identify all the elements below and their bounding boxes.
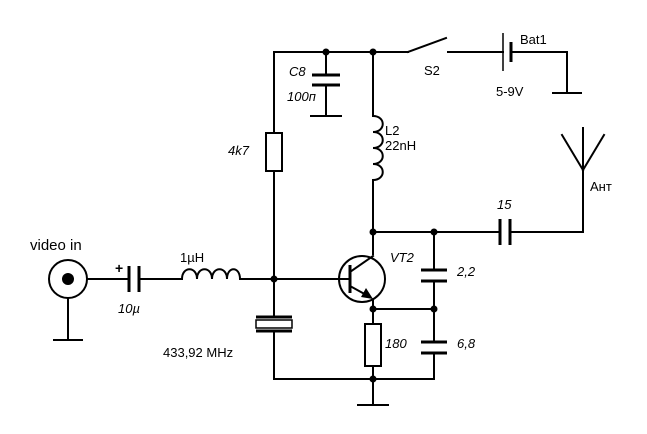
saw-resonator — [255, 315, 293, 333]
battery-voltage: 5-9V — [496, 84, 524, 99]
feedback-cap-top-value: 2,2 — [456, 264, 476, 279]
resonator-frequency: 433,92 MHz — [163, 345, 233, 360]
battery — [502, 33, 513, 71]
output-cap-value: 15 — [497, 197, 512, 212]
coil-ref: L2 — [385, 123, 399, 138]
switch-s2 — [406, 36, 448, 54]
wires — [67, 51, 584, 406]
emitter-resistor — [364, 323, 382, 367]
coupling-cap-polarity: + — [115, 260, 123, 276]
video-input-jack — [48, 259, 88, 299]
junction-dots — [270, 48, 438, 383]
decoupling-capacitor — [312, 73, 340, 87]
output-capacitor — [498, 219, 512, 245]
antenna-icon — [560, 127, 606, 172]
feedback-capacitor-top — [421, 268, 447, 283]
video-in-label: video in — [30, 237, 82, 254]
bias-resistor — [265, 132, 283, 172]
battery-ref: Bat1 — [520, 32, 547, 47]
feedback-cap-bottom-value: 6,8 — [457, 336, 476, 351]
input-inductor-value: 1µH — [180, 250, 204, 265]
coil-l2 — [371, 114, 384, 182]
emitter-resistor-value: 180 — [385, 336, 407, 351]
feedback-capacitor-bottom — [421, 340, 447, 355]
coil-value: 22nH — [385, 138, 416, 153]
bias-resistor-value: 4k7 — [228, 143, 250, 158]
transistor-vt2 — [335, 254, 386, 303]
input-inductor — [180, 268, 242, 281]
ground-symbols — [53, 92, 582, 406]
transistor-ref: VT2 — [390, 250, 415, 265]
c8-value: 100п — [287, 89, 316, 104]
antenna-label: Ант — [590, 179, 612, 194]
c8-ref: C8 — [289, 64, 306, 79]
coupling-cap-value: 10µ — [118, 301, 140, 316]
coupling-capacitor — [127, 266, 141, 292]
switch-ref: S2 — [424, 63, 440, 78]
